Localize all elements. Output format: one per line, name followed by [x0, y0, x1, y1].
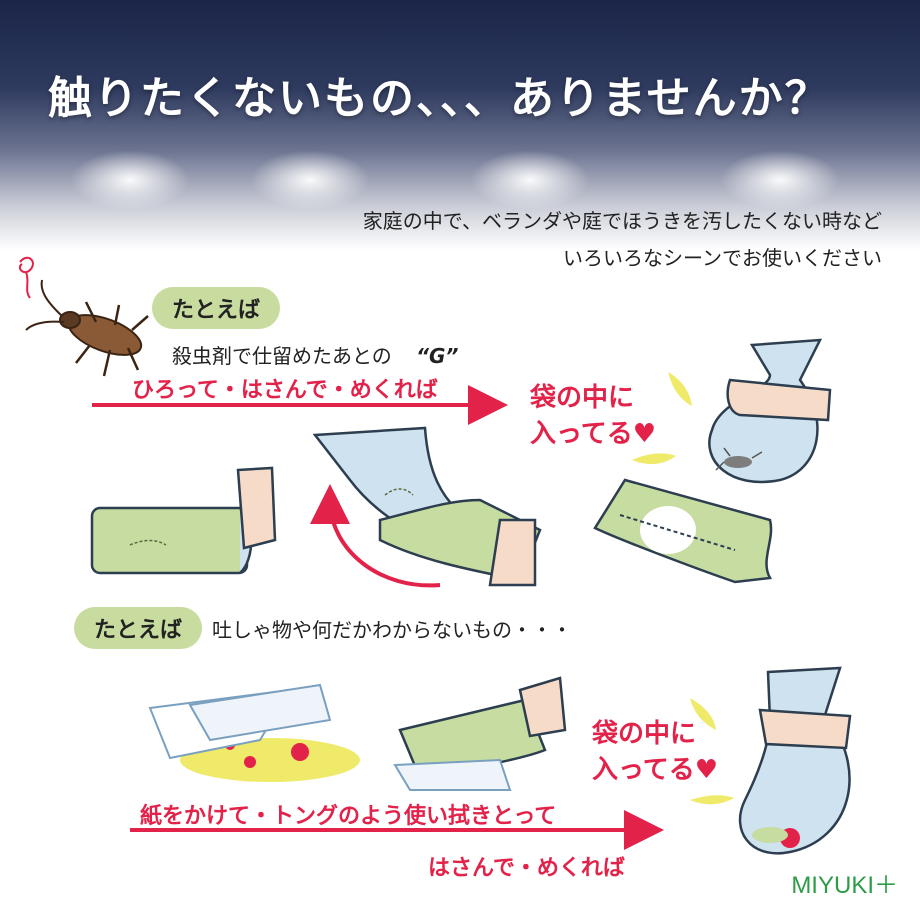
example-2-text: 吐しゃ物や何だかわからないもの・・・ [212, 618, 572, 642]
page-title: 触りたくないもの、、、ありませんか？ [48, 73, 831, 124]
bag-with-catch-illustration [708, 338, 832, 484]
spotlight [250, 150, 370, 210]
example-1-action: ひろって・はさんで・めくれば [132, 378, 438, 403]
curved-arrow [310, 484, 441, 588]
example-2-result: 袋の中に 入ってる♥ [592, 716, 718, 788]
example-tag: たとえば [74, 607, 203, 649]
example-2-action-1: 紙をかけて・トングのよう使い拭きとって [140, 804, 557, 829]
intro-line-1: 家庭の中で、ベランダや庭でほうきを汚したくない時など [362, 209, 882, 233]
spotlight [720, 150, 840, 210]
pick-up-illustration [90, 466, 277, 575]
intro-line-2: いろいろなシーンでお使いください [563, 246, 882, 270]
example-1-text-prefix: 殺虫剤で仕留めたあとの [172, 344, 392, 368]
result-line-1: 袋の中に [530, 383, 635, 413]
sparkle [690, 698, 716, 730]
sparkle [632, 453, 676, 465]
bag-wipe-illustration [393, 676, 567, 791]
open-bag-illustration [593, 478, 773, 584]
result-line-2: 入ってる♥ [592, 755, 719, 785]
sparkle [668, 372, 692, 406]
example-2-action-2: はさんで・めくれば [428, 856, 625, 881]
example-tag: たとえば [152, 287, 281, 329]
paper-cover-illustration [148, 683, 360, 782]
example-1-result: 袋の中に 入ってる♥ [530, 380, 656, 452]
example-1-text: 殺虫剤で仕留めたあとの “G” [172, 340, 458, 369]
sparkle [690, 795, 734, 805]
cockroach-icon [18, 256, 149, 377]
spotlight [70, 150, 190, 210]
spotlight [470, 150, 590, 210]
result-line-1: 袋の中に [592, 719, 697, 749]
bag-with-mess-illustration [738, 666, 852, 855]
brand-logo: MIYUKI＋ [791, 872, 898, 899]
bag-flip-illustration [312, 426, 542, 587]
result-line-2: 入ってる♥ [530, 419, 657, 449]
example-1-text-emphasis: “G” [416, 344, 459, 368]
